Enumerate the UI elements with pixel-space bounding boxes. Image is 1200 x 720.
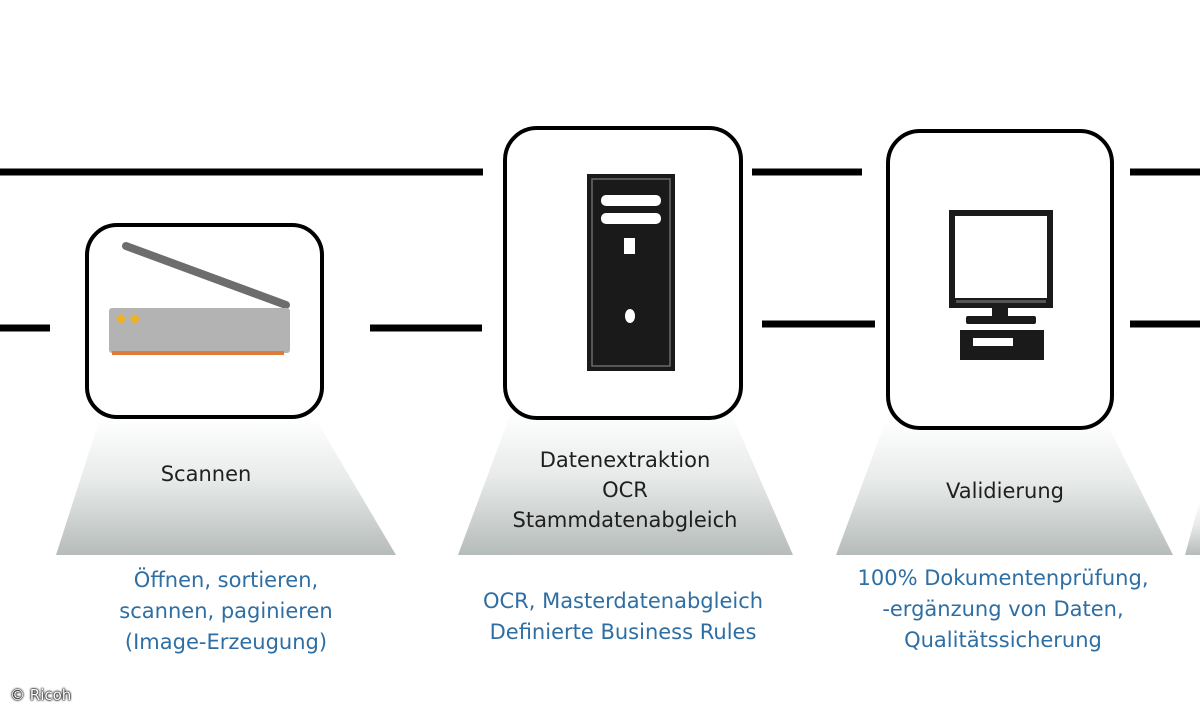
description-line: OCR, Masterdatenabgleich <box>482 589 764 613</box>
step-fan <box>56 418 396 555</box>
label-line: Datenextraktion <box>539 448 711 472</box>
partial-step-fan <box>1185 500 1200 555</box>
description-line: (Image-Erzeugung) <box>124 630 328 654</box>
description-line: Öffnen, sortieren, <box>133 568 319 592</box>
description-line: Qualitätssicherung <box>904 628 1102 652</box>
label-line: OCR <box>602 478 648 502</box>
step-fan <box>458 410 793 555</box>
step-description-datenextraktion: OCR, Masterdatenabgleich Definierte Busi… <box>443 586 803 648</box>
desktop-computer-icon <box>949 210 1053 360</box>
step-validierung <box>836 129 1173 555</box>
step-label-scannen: Scannen <box>126 459 286 489</box>
connector-lines <box>0 168 1200 332</box>
step-datenextraktion <box>458 126 793 555</box>
step-description-scannen: Öffnen, sortieren, scannen, paginieren (… <box>76 565 376 658</box>
step-fan <box>836 420 1173 555</box>
scanner-icon <box>109 242 290 355</box>
description-line: scannen, paginieren <box>119 599 333 623</box>
label-line: Validierung <box>946 479 1064 503</box>
step-label-datenextraktion: Datenextraktion OCR Stammdatenabgleich <box>475 445 775 535</box>
step-description-validierung: 100% Dokumentenprüfung, -ergänzung von D… <box>818 563 1188 656</box>
label-line: Scannen <box>160 462 252 486</box>
step-scannen <box>56 223 396 555</box>
description-line: Definierte Business Rules <box>489 620 757 644</box>
description-line: -ergänzung von Daten, <box>882 597 1124 621</box>
step-label-validierung: Validierung <box>905 476 1105 506</box>
server-tower-icon <box>587 174 675 371</box>
description-line: 100% Dokumentenprüfung, <box>857 566 1149 590</box>
label-line: Stammdatenabgleich <box>512 508 738 532</box>
copyright-notice: © Ricoh <box>10 686 72 704</box>
